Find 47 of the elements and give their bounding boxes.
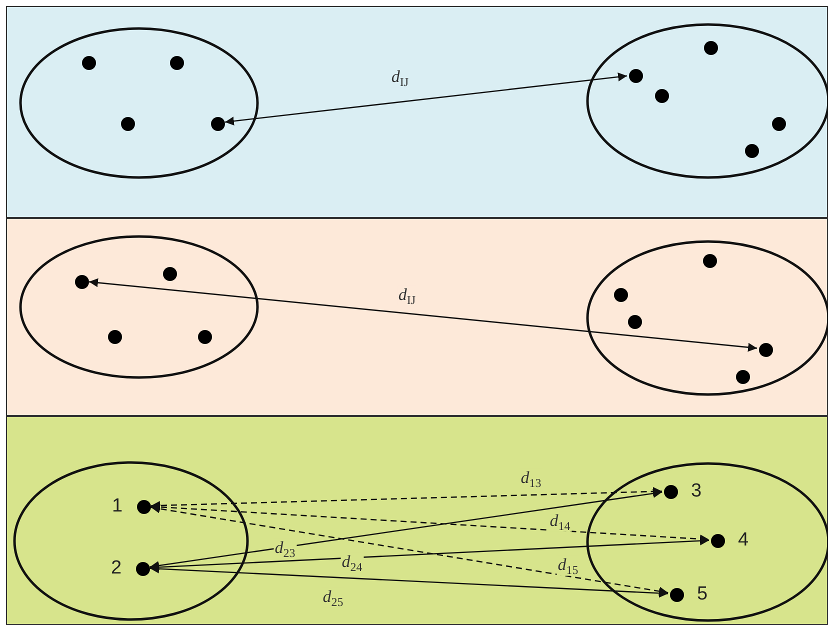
distance-arrow bbox=[150, 489, 662, 570]
point-number: 3 bbox=[691, 482, 702, 500]
distance-arrow bbox=[150, 564, 668, 598]
point-number: 4 bbox=[738, 530, 749, 550]
point-number: 5 bbox=[697, 584, 708, 604]
edge-label: d$_{IJ}$ bbox=[397, 286, 417, 306]
point-dot bbox=[772, 117, 786, 131]
point-dot bbox=[211, 117, 225, 131]
point-dot bbox=[628, 315, 642, 329]
edge-label: d$_{IJ}$ bbox=[390, 68, 410, 88]
panel-band bbox=[6, 218, 828, 416]
distance-arrow bbox=[88, 278, 758, 352]
point-dot bbox=[137, 500, 151, 514]
distance-arrow bbox=[150, 504, 668, 596]
point-number: 2 bbox=[111, 558, 122, 578]
point-dot bbox=[170, 56, 184, 70]
panel-band bbox=[6, 416, 828, 625]
edge-label: d$_{15}$ bbox=[556, 556, 580, 576]
point-dot bbox=[711, 534, 725, 548]
point-dot bbox=[759, 343, 773, 357]
point-dot bbox=[736, 370, 750, 384]
point-dot bbox=[108, 330, 122, 344]
cluster-ellipse bbox=[19, 27, 259, 179]
edge-label: d$_{25}$ bbox=[322, 588, 344, 608]
point-dot bbox=[664, 485, 678, 499]
point-dot bbox=[75, 275, 89, 289]
point-number: 1 bbox=[112, 496, 123, 516]
point-dot bbox=[614, 288, 628, 302]
edge-label: d$_{14}$ bbox=[548, 512, 572, 532]
point-dot bbox=[121, 117, 135, 131]
cluster-ellipse bbox=[13, 461, 249, 621]
point-dot bbox=[745, 144, 759, 158]
point-dot bbox=[82, 56, 96, 70]
point-dot bbox=[670, 588, 684, 602]
point-dot bbox=[136, 562, 150, 576]
panel-band bbox=[6, 6, 828, 218]
cluster-ellipse bbox=[19, 235, 259, 379]
point-dot bbox=[704, 41, 718, 55]
point-dot bbox=[163, 267, 177, 281]
point-dot bbox=[655, 89, 669, 103]
edge-label: d$_{24}$ bbox=[340, 552, 364, 574]
point-dot bbox=[629, 69, 643, 83]
edge-label: d$_{23}$ bbox=[274, 538, 296, 560]
point-dot bbox=[703, 254, 717, 268]
edge-label: d$_{13}$ bbox=[520, 468, 542, 490]
distance-arrow bbox=[224, 72, 628, 126]
point-dot bbox=[198, 330, 212, 344]
